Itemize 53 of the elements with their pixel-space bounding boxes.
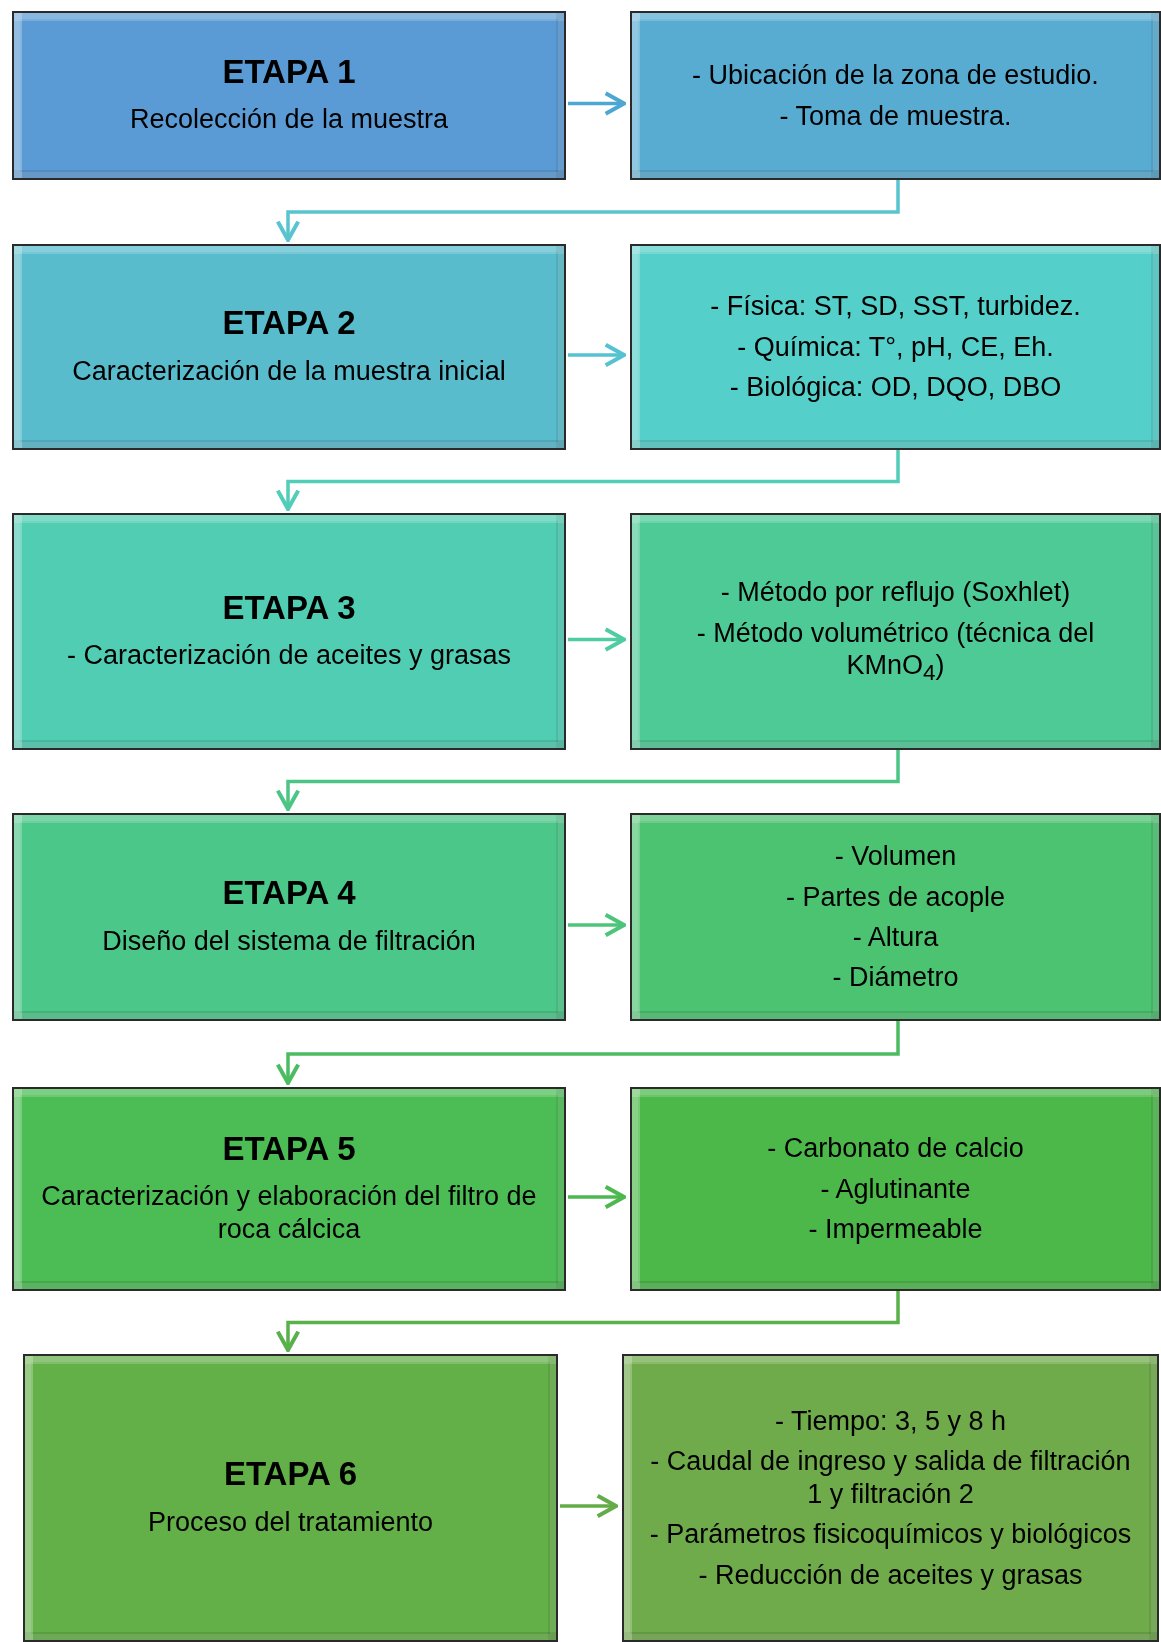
stage-description: Diseño del sistema de filtración — [102, 924, 476, 957]
detail-box — [622, 1354, 1159, 1642]
detail-item: - Partes de acople — [785, 880, 1006, 913]
detail-item: - Método por reflujo (Soxhlet) — [720, 576, 1071, 609]
stage-box — [23, 1354, 558, 1642]
detail-box — [630, 11, 1161, 180]
stage-description: Caracterización de la muestra inicial — [72, 354, 506, 387]
stage-title: ETAPA 1 — [222, 51, 356, 92]
detail-item: - Volumen — [834, 840, 957, 873]
arrow — [560, 1493, 619, 1519]
stage-description: Recolección de la muestra — [129, 103, 449, 136]
detail-item: - Toma de muestra. — [779, 99, 1012, 132]
arrow — [568, 627, 627, 652]
arrow — [275, 1291, 900, 1353]
stage-box — [12, 513, 566, 750]
detail-item: - Tiempo: 3, 5 y 8 h — [774, 1405, 1007, 1438]
detail-box — [630, 513, 1161, 750]
detail-item: - Ubicación de la zona de estudio. — [692, 59, 1099, 92]
detail-box — [630, 1087, 1161, 1291]
arrow — [568, 91, 627, 116]
stage-box — [12, 11, 566, 180]
stage-title: ETAPA 5 — [222, 1128, 356, 1169]
detail-item: - Diámetro — [832, 961, 959, 994]
stage-box — [12, 813, 566, 1021]
detail-item: - Carbonato de calcio — [767, 1132, 1024, 1165]
detail-box — [630, 244, 1161, 450]
detail-box — [630, 813, 1161, 1021]
arrow — [275, 750, 900, 812]
arrow — [568, 342, 627, 368]
stage-title: ETAPA 4 — [222, 873, 356, 913]
detail-item: - Parámetros fisicoquímicos y biológicos — [649, 1518, 1132, 1551]
arrow — [275, 450, 900, 512]
detail-item: - Química: T°, pH, CE, Eh. — [737, 330, 1054, 364]
arrow — [275, 180, 900, 243]
stage-title: ETAPA 3 — [222, 587, 356, 628]
arrow — [568, 1184, 627, 1210]
detail-item: - Caudal de ingreso y salida de filtración 1 y filtración 2 — [649, 1445, 1132, 1511]
stage-description: Caracterización y elaboración del filtro de roca cálcica — [40, 1180, 538, 1246]
detail-item: - Aglutinante — [820, 1172, 971, 1206]
stage-description: - Caracterización de aceites y grasas — [66, 639, 512, 672]
stage-box — [12, 244, 566, 450]
stage-box — [12, 1087, 566, 1291]
detail-item: - Física: ST, SD, SST, turbidez. — [710, 290, 1081, 323]
detail-item: - Biológica: OD, DQO, DBO — [729, 371, 1062, 404]
detail-item: - Altura — [852, 921, 939, 954]
stage-title: ETAPA 2 — [222, 303, 356, 343]
detail-item: - Impermeable — [808, 1213, 983, 1246]
arrow — [275, 1021, 900, 1086]
arrow — [568, 912, 627, 938]
stage-description: Proceso del tratamiento — [147, 1505, 434, 1538]
stage-title: ETAPA 6 — [223, 1454, 358, 1494]
detail-item: - Reducción de aceites y grasas — [698, 1558, 1083, 1591]
detail-item: - Método volumétrico (técnica del KMnO$_{4}$) — [695, 616, 1096, 687]
